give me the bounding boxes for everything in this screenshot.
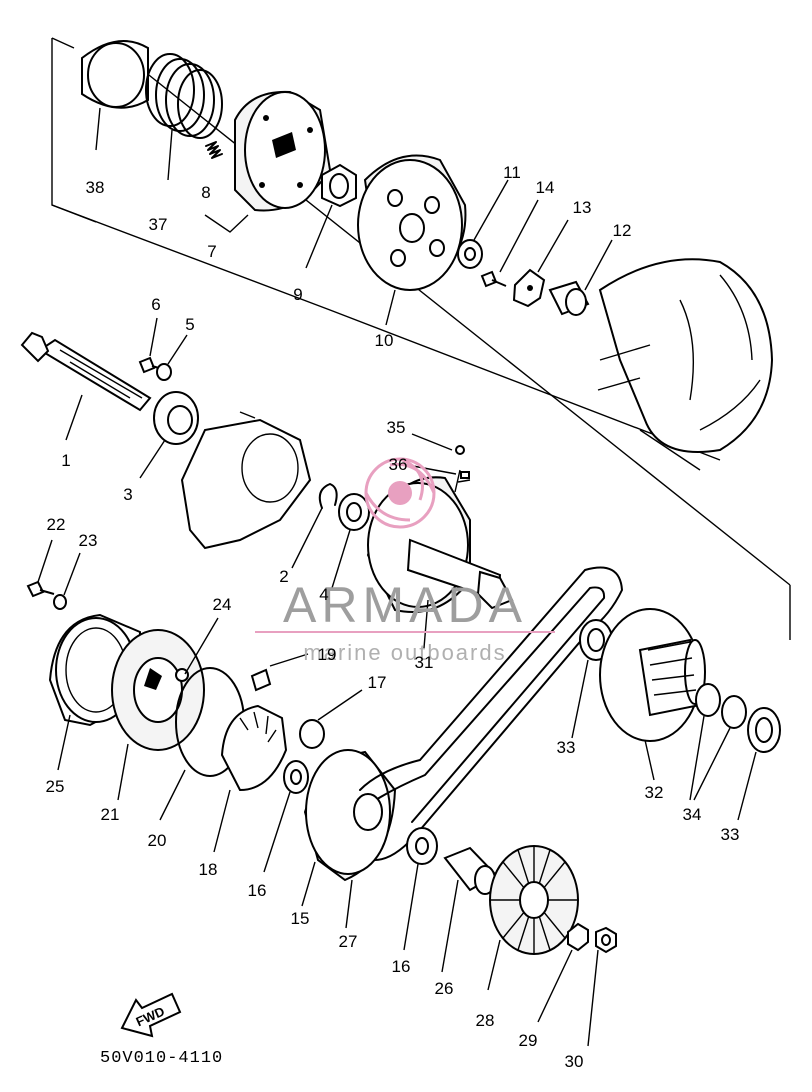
armada-watermark: ARMADA marine outboards — [255, 457, 555, 665]
part-17-roller — [299, 689, 363, 749]
part-30-nut — [587, 926, 617, 1047]
part-16-collar — [263, 760, 309, 873]
gear-case-cover — [180, 411, 312, 550]
part-label-9: 9 — [293, 285, 302, 304]
part-label-6: 6 — [151, 295, 160, 314]
part-label-27: 27 — [339, 932, 358, 951]
part-label-28: 28 — [476, 1011, 495, 1030]
part-34-shims — [689, 683, 747, 801]
part-13-clip — [512, 219, 569, 308]
part-label-8: 8 — [201, 183, 210, 202]
part-label-16a: 16 — [248, 881, 267, 900]
part-3-bearing — [139, 391, 199, 479]
part-label-15: 15 — [291, 909, 310, 928]
part-label-7: 7 — [207, 242, 216, 261]
part-label-12: 12 — [613, 221, 632, 240]
part-label-20: 20 — [148, 831, 167, 850]
part-label-37: 37 — [149, 215, 168, 234]
part-label-33a: 33 — [557, 738, 576, 757]
watermark-tagline: marine outboards — [303, 640, 506, 665]
part-4-bearing — [331, 493, 370, 589]
part-label-26: 26 — [435, 979, 454, 998]
part-37-spring — [145, 53, 223, 181]
part-24-slider — [184, 617, 219, 675]
part-label-32: 32 — [645, 783, 664, 802]
part-19-clip — [250, 653, 309, 692]
part-15-movable-sheave — [301, 749, 397, 907]
part-label-3: 3 — [123, 485, 132, 504]
part-label-30: 30 — [565, 1052, 584, 1071]
part-label-35: 35 — [387, 418, 406, 437]
part-label-38: 38 — [86, 178, 105, 197]
crankcase-cover — [597, 258, 774, 471]
part-28-fan — [487, 845, 579, 991]
part-label-19: 19 — [318, 645, 337, 664]
part-22-bolt — [26, 539, 55, 598]
part-12-bushing — [548, 239, 613, 316]
part-label-33b: 33 — [721, 825, 740, 844]
part-32-fixed-sheave — [599, 608, 706, 781]
part-label-17: 17 — [368, 673, 387, 692]
watermark-brand: ARMADA — [283, 577, 527, 633]
part-label-13: 13 — [573, 198, 592, 217]
part-label-34: 34 — [683, 805, 702, 824]
part-33-seal-right — [737, 707, 781, 821]
part-1-shaft — [20, 331, 152, 441]
part-10-clutch-drum — [357, 154, 467, 326]
part-label-36: 36 — [389, 455, 408, 474]
part-2-circlip — [291, 483, 338, 569]
part-23-washer — [53, 552, 81, 610]
part-label-1: 1 — [61, 451, 70, 470]
part-31-sheave — [366, 469, 514, 649]
part-26-sleeve — [441, 846, 498, 973]
part-5-washer — [156, 334, 188, 381]
part-16-collar-lower — [403, 827, 438, 951]
part-label-22: 22 — [47, 515, 66, 534]
part-label-31: 31 — [415, 653, 434, 672]
part-8-spring — [205, 141, 223, 159]
part-labels: 1234567891011121314151616171819202122232… — [46, 163, 740, 1071]
part-label-16b: 16 — [392, 957, 411, 976]
part-35-bolt — [411, 433, 465, 455]
part-label-25: 25 — [46, 777, 65, 796]
drawing-code: 50V010-4110 — [100, 1049, 223, 1068]
part-33-seal — [571, 619, 613, 739]
part-label-23: 23 — [79, 531, 98, 550]
part-label-21: 21 — [101, 805, 120, 824]
part-label-2: 2 — [279, 567, 288, 586]
part-38-sleeve — [81, 40, 149, 151]
part-label-24: 24 — [213, 595, 232, 614]
part-label-4: 4 — [319, 585, 328, 604]
part-label-29: 29 — [519, 1031, 538, 1050]
part-11-bearing — [457, 179, 509, 269]
part-21-cam-plate — [111, 629, 205, 801]
part-label-18: 18 — [199, 860, 218, 879]
part-29-washer — [537, 922, 589, 1023]
part-label-11: 11 — [503, 163, 521, 182]
part-18-weight-holder — [213, 704, 288, 853]
part-label-10: 10 — [375, 331, 394, 350]
fwd-arrow-badge: FWD — [120, 992, 182, 1038]
part-label-14: 14 — [536, 178, 555, 197]
part-14-screw — [480, 199, 539, 288]
part-7-clutch-carrier — [204, 90, 332, 233]
part-label-5: 5 — [185, 315, 194, 334]
part-9-nut — [305, 163, 357, 269]
